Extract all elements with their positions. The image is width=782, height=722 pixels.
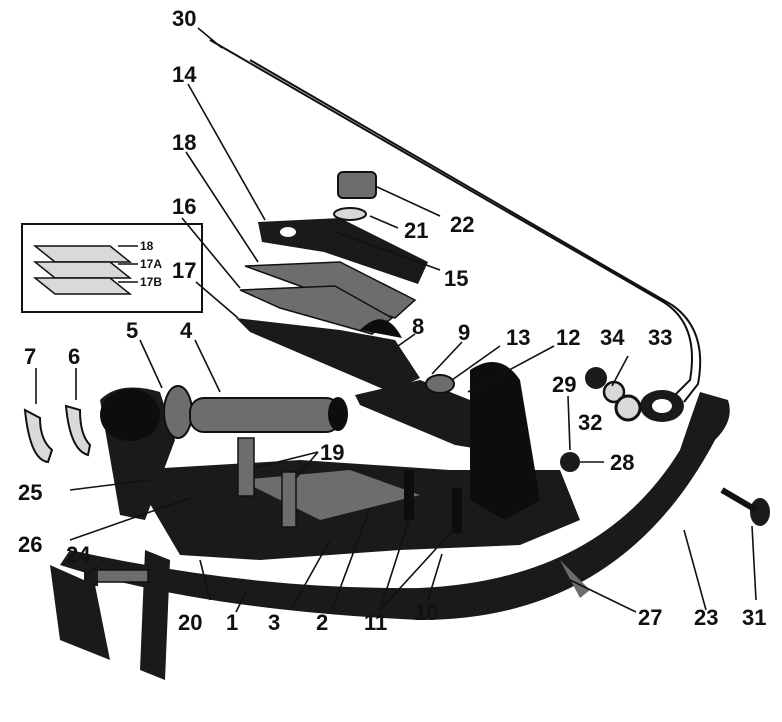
label-31: 31: [742, 605, 766, 630]
label-26: 26: [18, 532, 42, 557]
label-30: 30: [172, 6, 196, 31]
rod-30: [209, 39, 702, 422]
label-29: 29: [552, 372, 576, 397]
label-3: 3: [268, 610, 280, 635]
label-13: 13: [506, 325, 530, 350]
label-19: 19: [320, 440, 344, 465]
label-32: 32: [578, 410, 602, 435]
label-20: 20: [178, 610, 202, 635]
label-10: 10: [414, 600, 438, 625]
inset-label-17a: 17A: [140, 257, 162, 271]
label-11: 11: [364, 610, 387, 635]
label-34: 34: [600, 325, 625, 350]
label-8: 8: [412, 314, 424, 339]
shim-inset-box: 18 17A 17B: [21, 223, 203, 313]
cylinder-shaft: [100, 385, 348, 520]
label-17: 17: [172, 258, 196, 283]
label-1: 1: [226, 610, 238, 635]
left-bracket-24: [50, 550, 170, 680]
callout-labels: 30 14 22 21 18 15 16 17 8 9 13 12 34 33 …: [18, 6, 766, 635]
label-7: 7: [24, 344, 36, 369]
label-5: 5: [126, 318, 138, 343]
label-6: 6: [68, 344, 80, 369]
small-parts-top: [333, 171, 377, 221]
label-21: 21: [404, 218, 428, 243]
label-14: 14: [172, 62, 197, 87]
inset-label-17b: 17B: [140, 275, 162, 289]
clips-7-6: [23, 404, 92, 464]
stacked-plates: [236, 218, 428, 392]
label-24: 24: [66, 542, 91, 567]
label-25: 25: [18, 480, 42, 505]
label-15: 15: [444, 266, 468, 291]
label-16: 16: [172, 194, 196, 219]
label-22: 22: [450, 212, 474, 237]
label-33: 33: [648, 325, 672, 350]
label-4: 4: [180, 318, 193, 343]
label-27: 27: [638, 605, 662, 630]
label-23: 23: [694, 605, 718, 630]
label-28: 28: [610, 450, 634, 475]
label-12: 12: [556, 325, 580, 350]
label-9: 9: [458, 320, 470, 345]
bolt-31: [720, 487, 770, 526]
label-2: 2: [316, 610, 328, 635]
base-casting: [130, 362, 580, 560]
inset-label-18: 18: [140, 239, 154, 253]
curved-plate-23: [60, 392, 730, 620]
leader-lines: [35, 27, 757, 613]
label-18: 18: [172, 130, 196, 155]
